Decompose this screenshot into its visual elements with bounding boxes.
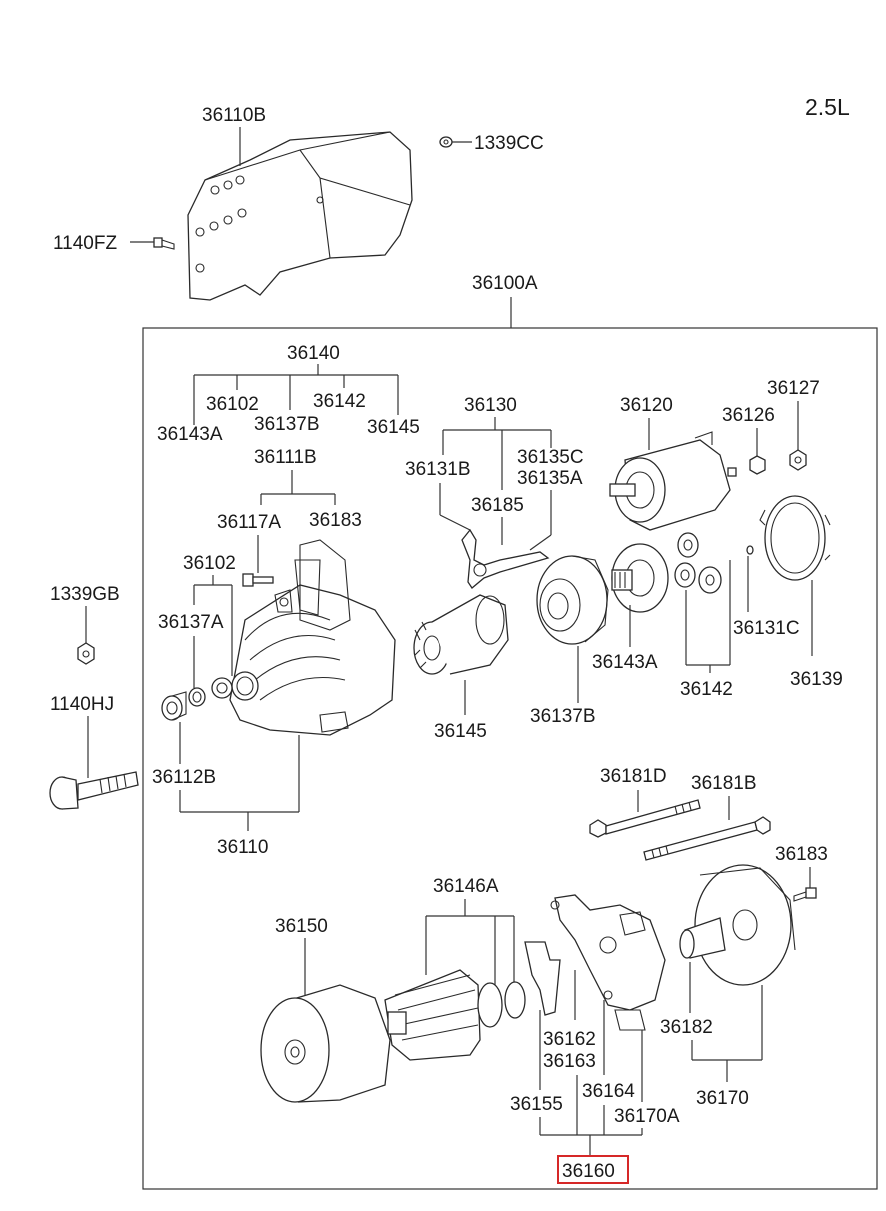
label-36110B: 36110B [202, 105, 266, 126]
label-36110: 36110 [217, 837, 268, 858]
label-36145-mid: 36145 [434, 721, 487, 742]
label-36170A: 36170A [614, 1106, 680, 1127]
shift-lever-drawing [461, 528, 550, 589]
label-36143A-mid: 36143A [592, 652, 658, 673]
nut-1339CC-drawing [439, 136, 453, 148]
label-36131C: 36131C [733, 618, 800, 639]
label-36163: 36163 [543, 1051, 596, 1072]
label-36140: 36140 [287, 343, 340, 364]
armature-drawing [384, 969, 526, 1061]
planet-carrier-drawing [611, 543, 669, 613]
label-36112B: 36112B [152, 767, 216, 788]
bushing-36137A-drawing [188, 677, 233, 707]
label-36150: 36150 [275, 916, 328, 937]
label-36131B: 36131B [405, 459, 471, 480]
label-1339CC: 1339CC [474, 133, 544, 154]
yoke-drawing [260, 984, 391, 1103]
label-36181B: 36181B [691, 773, 757, 794]
rear-cover-drawing [679, 864, 796, 986]
label-1140FZ: 1140FZ [53, 233, 117, 254]
label-36164: 36164 [582, 1081, 635, 1102]
through-bolt-36181B-drawing [643, 816, 771, 861]
label-36100A: 36100A [472, 273, 538, 294]
label-36120: 36120 [620, 395, 673, 416]
planet-gears-drawing [674, 532, 722, 594]
label-36143A-top: 36143A [157, 424, 223, 445]
bolt-1140HJ-drawing [49, 771, 139, 810]
label-36130: 36130 [464, 395, 517, 416]
engine-variant-label: 2.5L [805, 94, 850, 120]
label-36135C: 36135C [517, 447, 584, 468]
front-housing-drawing [229, 539, 396, 736]
label-36183-top: 36183 [309, 510, 362, 531]
washer-36131C-drawing [746, 545, 754, 555]
brush-holder-drawing [524, 894, 666, 1031]
screw-36183-drawing [793, 887, 817, 902]
bolt-1140FZ-drawing [153, 237, 175, 250]
nut-36126-drawing [749, 455, 766, 475]
label-36162: 36162 [543, 1029, 596, 1050]
label-36139: 36139 [790, 669, 843, 690]
label-36102-top: 36102 [206, 394, 259, 415]
label-36117A: 36117A [217, 512, 281, 533]
internal-gear-drawing [536, 555, 609, 645]
label-36183-bot: 36183 [775, 844, 828, 865]
bolt-36117A-drawing [242, 573, 274, 587]
label-36137B-top: 36137B [254, 414, 320, 435]
nut-36127-drawing [789, 449, 807, 471]
assembly-frame [142, 327, 878, 1190]
pinion-clutch-drawing [413, 594, 509, 675]
label-36126: 36126 [722, 405, 775, 426]
through-bolt-36181D-drawing [589, 799, 701, 838]
heat-shield-drawing [187, 131, 413, 301]
label-36111B: 36111B [254, 447, 317, 468]
solenoid-drawing [609, 431, 737, 531]
label-36137A: 36137A [158, 612, 224, 633]
label-36182: 36182 [660, 1017, 713, 1038]
label-36102-mid: 36102 [183, 553, 236, 574]
label-1140HJ: 1140HJ [50, 694, 114, 715]
nut-1339GB-drawing [77, 642, 95, 665]
label-36181D: 36181D [600, 766, 667, 787]
label-36185: 36185 [471, 495, 524, 516]
label-36145-top: 36145 [367, 417, 420, 438]
sleeve-36112B-drawing [161, 691, 187, 721]
label-36160: 36160 [562, 1161, 615, 1182]
label-36142-mid: 36142 [680, 679, 733, 700]
label-36127: 36127 [767, 378, 820, 399]
ring-36139-drawing [759, 495, 831, 581]
label-36170: 36170 [696, 1088, 749, 1109]
label-36137B-mid: 36137B [530, 706, 596, 727]
highlight-box-36160 [557, 1155, 629, 1184]
label-36135A: 36135A [517, 468, 583, 489]
label-36142-top: 36142 [313, 391, 366, 412]
label-36146A: 36146A [433, 876, 499, 897]
label-1339GB: 1339GB [50, 584, 120, 605]
label-36155: 36155 [510, 1094, 563, 1115]
